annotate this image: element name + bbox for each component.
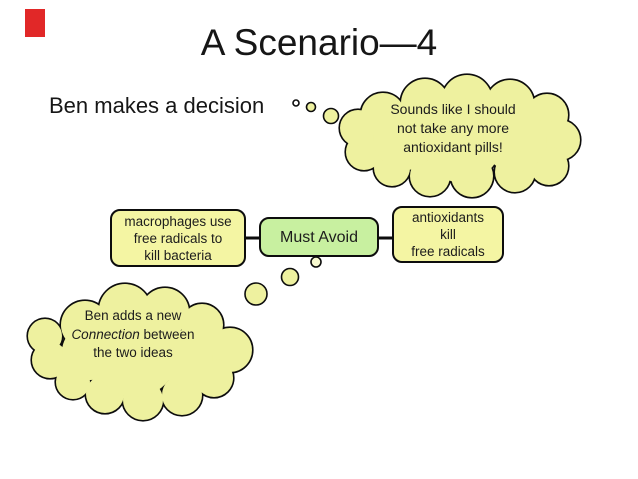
node-antioxidants-line: free radicals [411, 244, 485, 259]
node-antioxidants-line: antioxidants [411, 210, 485, 225]
bubble-bottom-line: Connection between [71, 326, 195, 342]
node-macrophages-line: kill bacteria [144, 247, 212, 263]
thought-cloud-top-text: Sounds like I should not take any more a… [352, 100, 554, 157]
thought-cloud-bottom-shape [26, 282, 254, 422]
bubble-bottom-line: the two ideas [93, 345, 173, 360]
bubble-top-line: antioxidant pills! [403, 139, 503, 155]
bubble-bottom-italic-word: Connection [71, 326, 140, 342]
thought-cloud-top-shape [338, 73, 582, 199]
red-marker [25, 9, 45, 37]
bubble-top-line: Sounds like I should [390, 101, 516, 117]
node-macrophages-line: free radicals to [133, 230, 223, 246]
thought-trail-bottom [244, 256, 322, 306]
node-macrophages-line: macrophages use [124, 213, 232, 229]
slide-title: A Scenario—4 [200, 22, 438, 63]
node-macrophages: macrophages use free radicals to kill ba… [110, 209, 246, 267]
node-must-avoid-label: Must Avoid [280, 228, 358, 246]
node-antioxidants-line: kill [440, 227, 456, 242]
lead-text: Ben makes a decision [49, 93, 265, 118]
node-antioxidants: antioxidants kill free radicals [392, 206, 504, 263]
thought-cloud-bottom-text: Ben adds a new Connection between the tw… [38, 307, 228, 363]
bubble-top-line: not take any more [396, 120, 510, 136]
bubble-bottom-line: Ben adds a new [84, 308, 182, 323]
node-must-avoid: Must Avoid [259, 217, 379, 257]
thought-trail-top [292, 99, 340, 125]
